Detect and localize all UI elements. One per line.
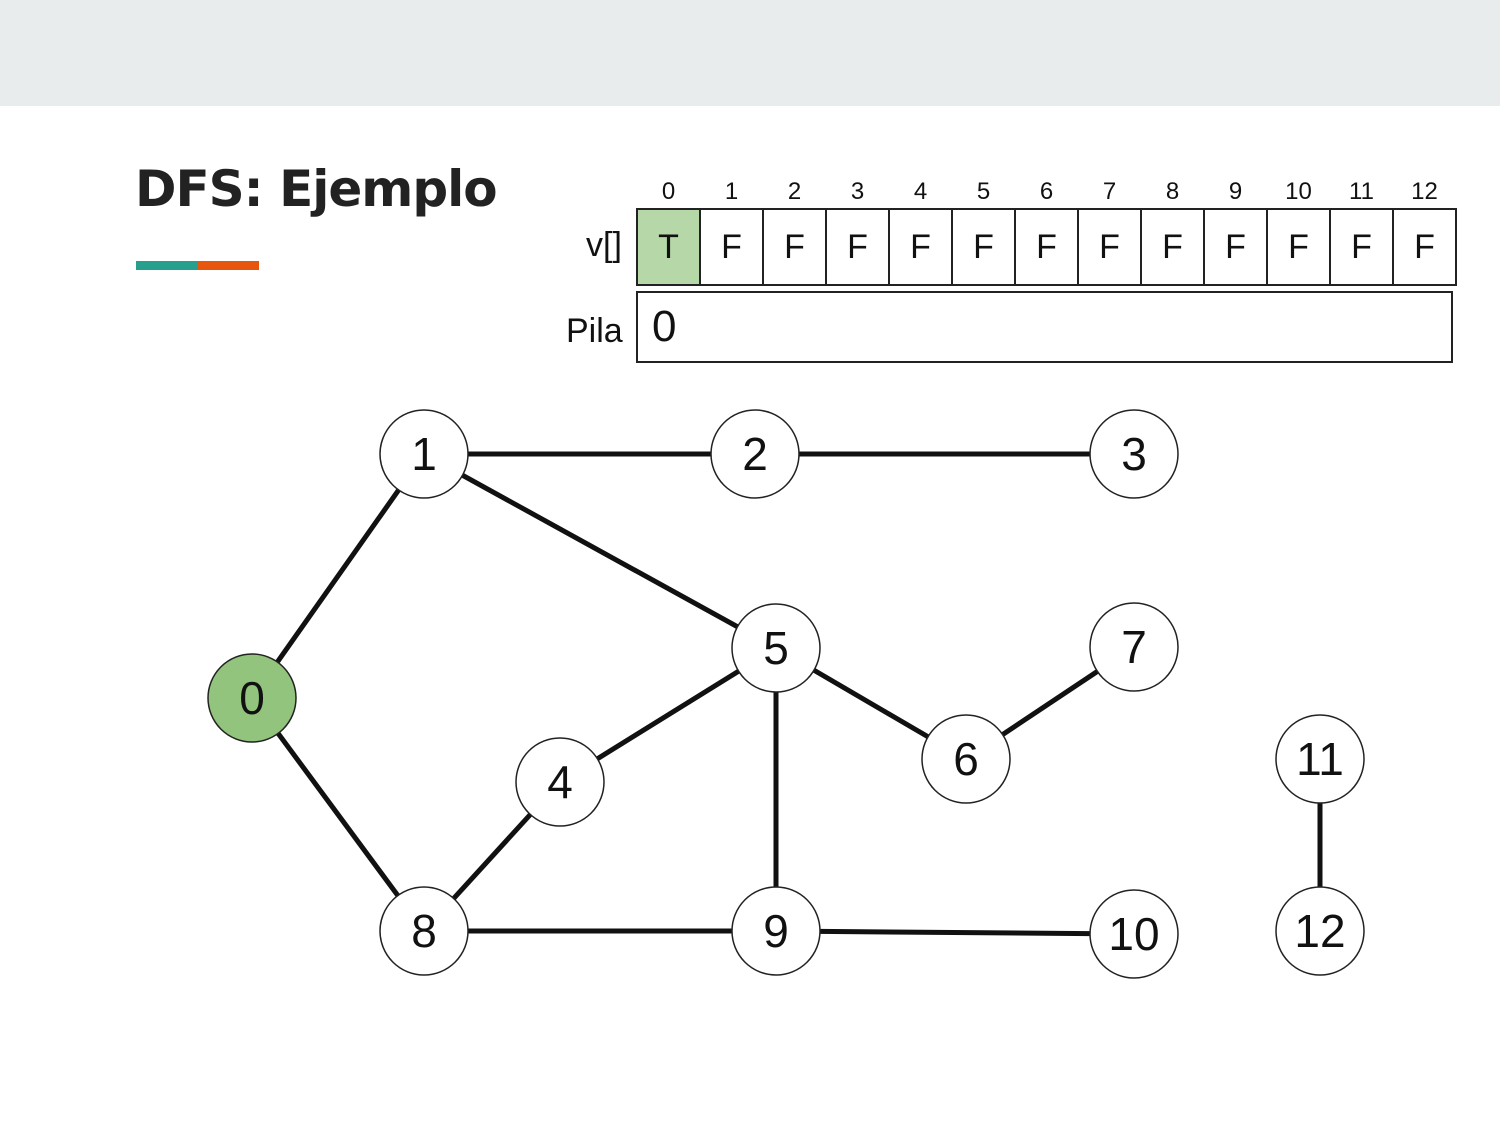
array-index-0: 0 (661, 178, 676, 205)
node-circle (1089, 889, 1179, 979)
node-8: 8 (379, 886, 469, 976)
node-circle (379, 409, 469, 499)
node-circle (731, 886, 821, 976)
array-index-5: 5 (976, 178, 991, 205)
stack-box: 0 (636, 291, 1453, 363)
node-label: 3 (1121, 428, 1147, 480)
node-label: 1 (411, 428, 437, 480)
node-3: 3 (1089, 409, 1179, 499)
array-index-12: 12 (1411, 178, 1438, 205)
graph-edges (249, 451, 1323, 937)
node-1: 1 (379, 409, 469, 499)
node-circle (207, 653, 297, 743)
array-index-9: 9 (1228, 178, 1243, 205)
node-circle (1275, 886, 1365, 976)
array-cell-0: T (638, 210, 701, 284)
node-label: 2 (742, 428, 768, 480)
stack-item: 0 (652, 302, 677, 351)
node-label: 8 (411, 905, 437, 957)
node-10: 10 (1089, 889, 1179, 979)
node-9: 9 (731, 886, 821, 976)
node-circle (515, 737, 605, 827)
node-6: 6 (921, 714, 1011, 804)
title-underline-orange (198, 261, 259, 270)
edge-0-1 (249, 452, 427, 700)
node-label: 7 (1121, 621, 1147, 673)
array-cell-4: F (890, 210, 953, 284)
stack-label: Pila (566, 312, 623, 350)
node-label: 12 (1294, 905, 1345, 957)
node-5: 5 (731, 603, 821, 693)
array-cell-6: F (1016, 210, 1079, 284)
array-index-8: 8 (1165, 178, 1180, 205)
node-circle (1275, 714, 1365, 804)
node-circle (731, 603, 821, 693)
node-2: 2 (710, 409, 800, 499)
node-12: 12 (1275, 886, 1365, 976)
array-label: v[] (586, 226, 622, 264)
node-11: 11 (1275, 714, 1365, 804)
array-cell-3: F (827, 210, 890, 284)
node-7: 7 (1089, 602, 1179, 692)
array-cell-10: F (1268, 210, 1331, 284)
array-index-10: 10 (1285, 178, 1312, 205)
array-cell-2: F (764, 210, 827, 284)
node-label: 0 (239, 672, 265, 724)
node-circle (921, 714, 1011, 804)
node-label: 5 (763, 622, 789, 674)
array-index-11: 11 (1349, 178, 1374, 205)
node-circle (1089, 602, 1179, 692)
node-circle (1089, 409, 1179, 499)
array-cell-9: F (1205, 210, 1268, 284)
array-index-1: 1 (724, 178, 739, 205)
array-cell-1: F (701, 210, 764, 284)
edge-9-10 (775, 928, 1135, 937)
array-cell-8: F (1142, 210, 1205, 284)
header-band (0, 0, 1500, 106)
array-cell-12: F (1394, 210, 1457, 284)
array-cell-7: F (1079, 210, 1142, 284)
node-circle (710, 409, 800, 499)
edge-0-8 (249, 696, 427, 933)
node-label: 11 (1296, 733, 1344, 785)
node-4: 4 (515, 737, 605, 827)
node-label: 6 (953, 733, 979, 785)
node-label: 9 (763, 905, 789, 957)
node-label: 4 (547, 756, 573, 808)
slide-title: DFS: Ejemplo (135, 160, 498, 218)
array-cell-11: F (1331, 210, 1394, 284)
array-cell-5: F (953, 210, 1016, 284)
node-circle (379, 886, 469, 976)
node-label: 10 (1108, 908, 1159, 960)
title-underline-teal (136, 261, 198, 270)
array-index-3: 3 (850, 178, 865, 205)
edge-1-5 (422, 451, 778, 651)
array-index-7: 7 (1102, 178, 1117, 205)
node-0: 0 (207, 653, 297, 743)
array-index-6: 6 (1039, 178, 1054, 205)
array-index-2: 2 (787, 178, 802, 205)
array-index-4: 4 (913, 178, 928, 205)
